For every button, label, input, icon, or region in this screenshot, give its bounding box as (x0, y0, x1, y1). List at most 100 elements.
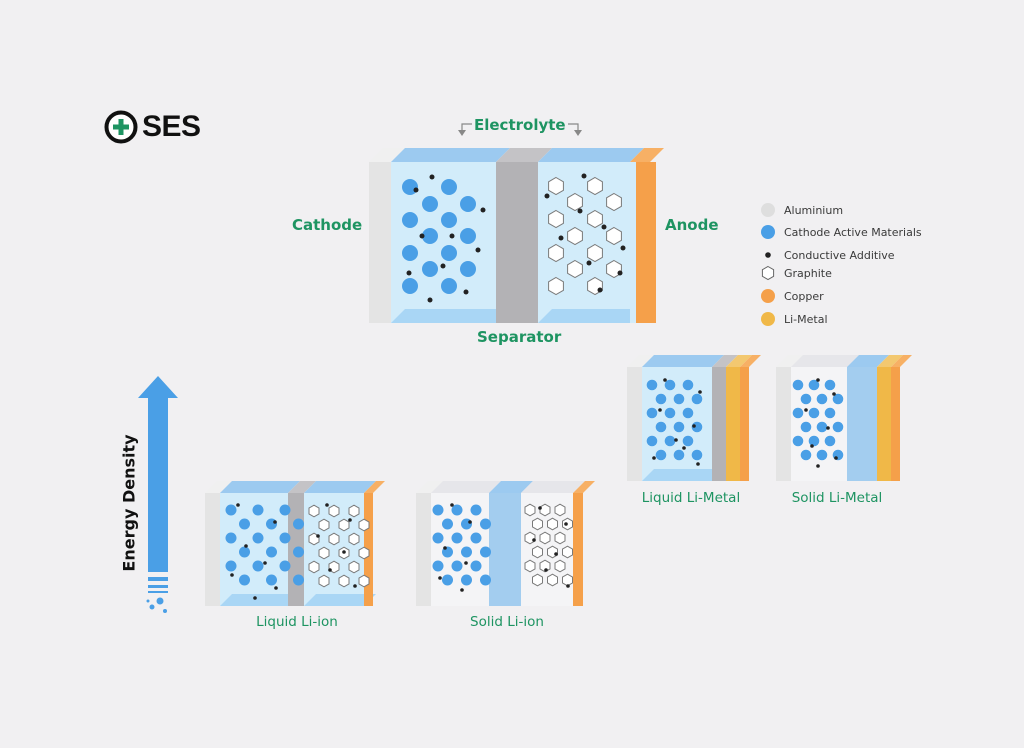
solid-electrolyte-top (489, 481, 533, 493)
graphite-particle (547, 573, 558, 587)
energy-density-arrow-icon (138, 376, 178, 613)
li-metal-top (726, 355, 752, 367)
separator (712, 367, 726, 481)
caption-solid-li-ion: Solid Li-ion (470, 614, 544, 630)
conductive-additive (834, 456, 838, 460)
cathode-particle (460, 228, 476, 244)
graphite-particle (318, 546, 330, 560)
cathode-particle (422, 261, 438, 277)
cell-solid-li-ion (416, 481, 595, 606)
cathode-particle (832, 421, 844, 433)
conductive-additive (816, 378, 820, 382)
conductive-additive (464, 561, 468, 565)
cell-liquid-li-metal (627, 355, 761, 481)
graphite-particle (524, 559, 536, 573)
cathode-top (391, 148, 510, 162)
conductive-additive (244, 544, 248, 548)
conductive-additive (263, 561, 267, 565)
conductive-additive (804, 408, 808, 412)
graphite-particle (562, 573, 573, 587)
cathode-particle (655, 393, 667, 405)
cathode-material-swatch-icon (761, 225, 775, 239)
conductive-additive (450, 503, 454, 507)
graphite-particle (532, 573, 543, 587)
logo-text: SES (142, 110, 201, 143)
conductive-additive (652, 456, 656, 460)
separator-label: Separator (477, 328, 562, 346)
aluminium (205, 493, 220, 606)
cathode-electrolyte-bottom (642, 469, 724, 481)
conductive-additive (816, 464, 820, 468)
cathode-particle (655, 449, 667, 461)
li-metal-swatch-icon (761, 312, 775, 326)
li-metal-top (877, 355, 903, 367)
legend-label: Graphite (784, 266, 832, 280)
legend-label: Aluminium (784, 203, 844, 217)
electrolyte-label: Electrolyte (474, 116, 566, 134)
cathode-particle (646, 379, 658, 391)
legend-item-conductive-additive: Conductive Additive (760, 245, 895, 265)
graphite-particle (532, 517, 543, 531)
conductive-additive (274, 586, 278, 590)
graphite-particle (554, 503, 566, 517)
graphite-particle (562, 545, 573, 559)
conductive-additive (832, 392, 836, 396)
cathode-particle (691, 449, 703, 461)
copper-top (630, 148, 664, 162)
conductive-additive (413, 187, 419, 193)
copper-top (740, 355, 761, 367)
copper (740, 367, 749, 481)
anode-bottom (538, 309, 630, 323)
cathode-particle (252, 504, 264, 516)
conductive-additive (658, 408, 662, 412)
anode-label: Anode (665, 216, 719, 234)
graphite-particle (587, 209, 603, 229)
cathode-particle (480, 574, 491, 586)
conductive-additive (480, 207, 486, 213)
legend-item-li-metal: Li-Metal (760, 309, 828, 329)
graphite-particle (567, 259, 583, 279)
conductive-additive (438, 576, 442, 580)
solid-electrolyte (489, 493, 521, 606)
cathode-particle (422, 228, 438, 244)
cathode-particle (461, 546, 472, 558)
graphite-particle (338, 574, 350, 588)
cathode-particle (832, 449, 844, 461)
caption-liquid-li-ion: Liquid Li-ion (256, 614, 338, 630)
li-metal (877, 367, 891, 481)
conductive-additive (468, 520, 472, 524)
cathode-particle (646, 435, 658, 447)
copper-gap (630, 162, 636, 323)
cathode-particle (480, 546, 491, 558)
anode-electrolyte-top (304, 481, 376, 493)
aluminium-top (776, 355, 803, 367)
graphite-particle (532, 545, 543, 559)
conductive-additive (353, 584, 357, 588)
cathode-particle (800, 421, 812, 433)
cathode-particle (800, 393, 812, 405)
solid-electrolyte-top (847, 355, 889, 367)
conductive-additive (419, 233, 425, 239)
conductive-additive (273, 520, 277, 524)
cathode-particle (816, 449, 828, 461)
graphite-particle (548, 243, 564, 263)
conductive-additive (601, 224, 607, 230)
cathode-particle (293, 518, 304, 530)
cathode-particle (279, 532, 291, 544)
graphite-particle (348, 532, 360, 546)
cathode-particle (480, 518, 491, 530)
graphite-particle (548, 209, 564, 229)
graphite-particle (358, 518, 370, 532)
cathode-particle (682, 379, 694, 391)
copper (891, 367, 900, 481)
cathode-particle (461, 574, 472, 586)
conductive-additive (696, 462, 700, 466)
separator-top (712, 355, 738, 367)
cathode-particle (673, 421, 685, 433)
cathode-particle (293, 574, 304, 586)
cathode-electrolyte-top (642, 355, 724, 367)
conductive-additive (449, 233, 455, 239)
graphite-particle (358, 546, 370, 560)
graphite-particle (348, 560, 360, 574)
aluminium (627, 367, 642, 481)
